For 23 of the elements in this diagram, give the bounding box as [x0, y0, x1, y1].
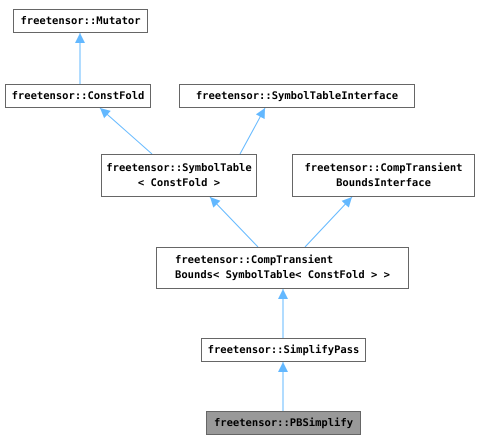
inheritance-arrow: [240, 108, 266, 154]
class-box: [13, 9, 148, 33]
inheritance-arrow: [278, 288, 288, 338]
class-box: [5, 84, 151, 108]
inheritance-arrow: [210, 196, 258, 248]
inheritance-arrow: [278, 362, 288, 412]
class-box: [101, 154, 257, 197]
class-name: freetensor::Mutator: [20, 14, 141, 28]
inheritance-arrow: [100, 108, 152, 154]
class-name: freetensor::SymbolTableInterface: [196, 88, 398, 104]
class-name: freetensor::SimplifyPass: [208, 342, 360, 358]
class-box: [201, 338, 366, 362]
class-box: [292, 154, 475, 197]
class-name: freetensor::PBSimplify: [214, 416, 354, 430]
class-name: freetensor::CompTransient BoundsInterface: [304, 160, 463, 190]
inheritance-arrow: [304, 196, 352, 248]
class-box: [179, 84, 415, 108]
class-name: freetensor::CompTransient Bounds< SymbolTable< ConstFold > >: [175, 253, 390, 283]
highlighted-class-box: [206, 411, 361, 435]
class-name: freetensor::SymbolTable < ConstFold >: [106, 160, 252, 190]
class-name: freetensor::ConstFold: [12, 88, 144, 104]
inheritance-arrow: [75, 32, 85, 84]
class-box: [156, 247, 409, 289]
